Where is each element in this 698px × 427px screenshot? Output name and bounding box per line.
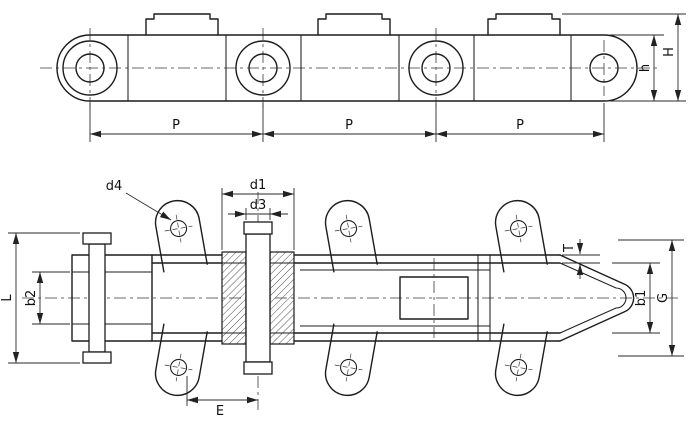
dim-label-g: G bbox=[656, 293, 671, 303]
clevis-body bbox=[71, 254, 153, 342]
b1-dimension: b1 bbox=[612, 262, 660, 334]
height-dimensions: h H bbox=[562, 13, 686, 102]
pin bbox=[245, 233, 271, 363]
roller-2-bush bbox=[248, 53, 278, 83]
dim-label-d1: d1 bbox=[250, 178, 267, 193]
dim-label-plate-height: h bbox=[638, 64, 653, 72]
clevis-bolt bbox=[88, 243, 106, 353]
dim-label-t: T bbox=[562, 244, 577, 253]
lug-top-3 bbox=[494, 199, 548, 273]
attachment-tabs bbox=[145, 13, 561, 36]
dim-label-e: E bbox=[216, 404, 224, 419]
lug-bottom-1 bbox=[154, 323, 208, 397]
lug-hole bbox=[340, 220, 358, 238]
end-pin-hole bbox=[589, 53, 619, 83]
dim-label-pitch-1: P bbox=[172, 118, 180, 133]
e-dimension: E bbox=[186, 376, 258, 419]
roller-3-bush bbox=[421, 53, 451, 83]
rollers bbox=[62, 40, 619, 96]
section-assembly bbox=[221, 221, 295, 375]
pitch-dimensions: P P P bbox=[89, 103, 605, 142]
dim-label-d3: d3 bbox=[250, 198, 267, 213]
dim-label-b2: b2 bbox=[24, 290, 39, 307]
d3-dimension: d3 bbox=[228, 198, 288, 220]
attachment-tab-2 bbox=[317, 13, 391, 36]
attachment-lugs bbox=[154, 199, 548, 397]
l-dimension: L bbox=[0, 232, 80, 364]
dim-label-pitch-3: P bbox=[516, 118, 524, 133]
roller-3-outer bbox=[408, 40, 464, 96]
attachment-tab-3 bbox=[487, 13, 561, 36]
t-dimension: T bbox=[562, 239, 600, 279]
lug-hole bbox=[170, 220, 188, 238]
bushing-section-right bbox=[269, 251, 295, 345]
lug-bottom-3 bbox=[494, 323, 548, 397]
d4-dimension: d4 bbox=[106, 179, 172, 221]
d1-dimension: d1 bbox=[221, 178, 295, 250]
clevis-end bbox=[71, 232, 153, 364]
lug-bottom-2 bbox=[324, 323, 378, 397]
top-view: P P P h H bbox=[40, 13, 686, 142]
roller-plan bbox=[399, 276, 469, 320]
pin-cap-top bbox=[243, 221, 273, 235]
g-dimension: G bbox=[618, 239, 684, 357]
bolt-head bbox=[82, 232, 112, 245]
roller-2-outer bbox=[235, 40, 291, 96]
lug-top-1 bbox=[154, 199, 208, 273]
bushing-section-left bbox=[221, 251, 247, 345]
roller-1-bush bbox=[75, 53, 105, 83]
chain-plate-outline bbox=[56, 34, 638, 102]
lug-hole bbox=[340, 358, 358, 376]
bottom-view: d4 d1 d3 T bbox=[0, 178, 684, 419]
attachment-tab-1 bbox=[145, 13, 219, 36]
b2-dimension: b2 bbox=[24, 271, 70, 325]
pin-cap-bottom bbox=[243, 361, 273, 375]
lug-top-2 bbox=[324, 199, 378, 273]
plate-edge-lines bbox=[127, 35, 572, 101]
dim-label-b1: b1 bbox=[634, 290, 649, 307]
bolt-nut bbox=[82, 351, 112, 364]
dim-label-overall-height: H bbox=[662, 47, 677, 57]
dim-label-d4: d4 bbox=[106, 179, 123, 194]
lug-hole bbox=[510, 220, 528, 238]
top-view-centerlines bbox=[40, 28, 660, 108]
lug-hole bbox=[510, 358, 528, 376]
side-plates-plan bbox=[151, 254, 635, 342]
roller-1-outer bbox=[62, 40, 118, 96]
lug-hole bbox=[170, 358, 188, 376]
bottom-view-centerlines bbox=[22, 192, 682, 410]
dim-label-l: L bbox=[0, 294, 15, 302]
dim-label-pitch-2: P bbox=[345, 118, 353, 133]
